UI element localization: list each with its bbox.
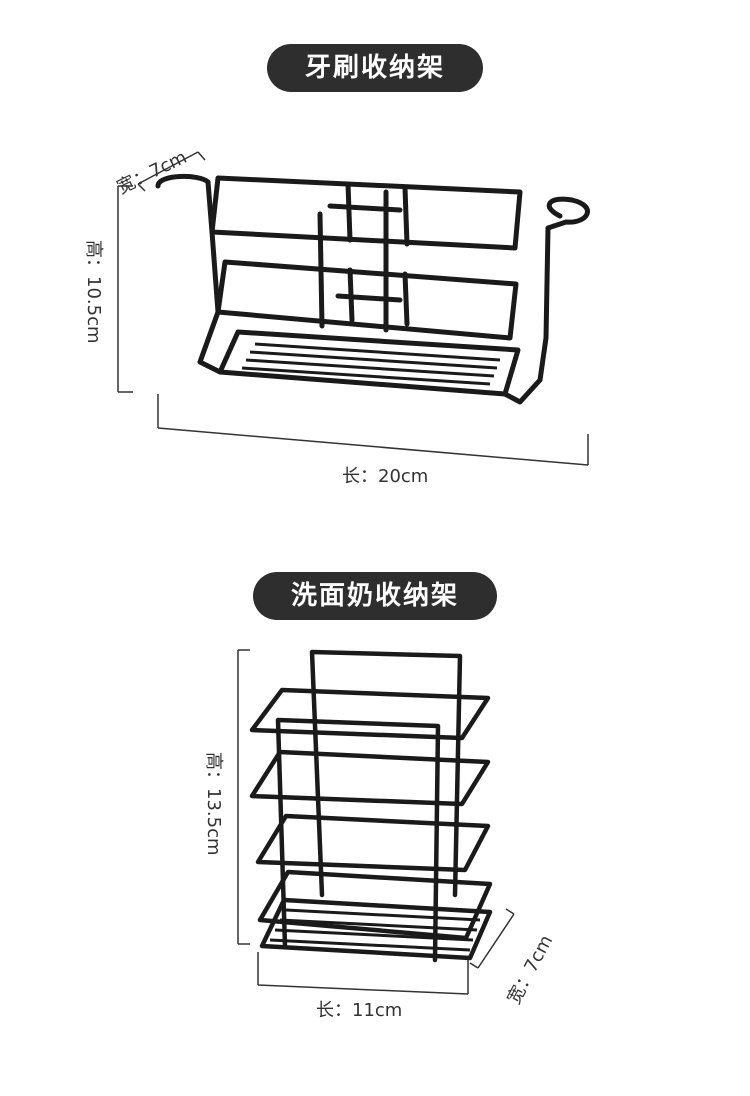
- section-title-toothbrush-holder: 牙刷收纳架: [266, 44, 484, 92]
- rack-dividers: [317, 181, 410, 333]
- cleanser-shelf-1: [249, 687, 491, 741]
- toothbrush-dimension-lines: [117, 151, 589, 466]
- cleanser-dimension-lines: [237, 649, 515, 995]
- cleanser-shelf-4: [257, 869, 493, 941]
- toothbrush-length-label: 长：20cm: [342, 466, 429, 487]
- cleanser-tray-slats: [269, 908, 481, 952]
- cleanser-shelf-2: [249, 749, 491, 807]
- cleanser-height-line: [237, 649, 250, 945]
- rack-tray: [217, 329, 521, 397]
- cleanser-length-label: 长：11cm: [316, 1000, 403, 1021]
- section-title-cleanser-holder: 洗面奶收纳架: [252, 572, 498, 620]
- cleanser-shelf-3: [255, 813, 491, 873]
- rack-left-hook: [155, 173, 223, 375]
- rack-right-hook: [502, 196, 590, 405]
- cleanser-rack-drawing: [249, 649, 493, 963]
- cleanser-length-line: [257, 952, 469, 995]
- cleanser-front-loop: [275, 717, 441, 963]
- toothbrush-height-label: 高：10.5cm: [83, 240, 104, 344]
- toothbrush-rack-drawing: [155, 173, 590, 405]
- rack-middle-frame: [215, 259, 519, 341]
- rack-top-frame: [209, 175, 523, 251]
- toothbrush-length-line: [157, 394, 589, 466]
- toothbrush-height-line: [117, 185, 133, 393]
- toothbrush-width-line: [137, 151, 206, 192]
- cleanser-base-tray: [259, 897, 493, 961]
- cleanser-back-loop: [309, 649, 463, 898]
- cleanser-height-label: 高：13.5cm: [203, 752, 224, 856]
- rack-tray-slats: [241, 342, 501, 386]
- cleanser-width-line: [469, 908, 515, 969]
